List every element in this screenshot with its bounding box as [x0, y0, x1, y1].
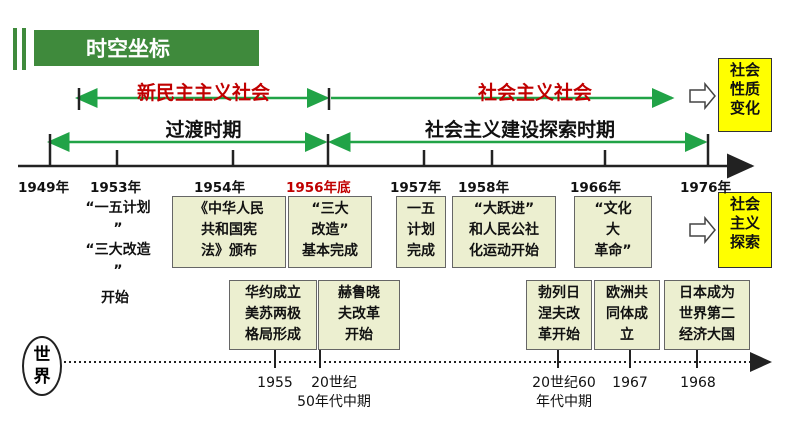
event-cultural-revolution: “文化 大 革命” [574, 196, 652, 268]
world-year-label: 20世纪60 年代中期 [532, 375, 596, 410]
hollow-arrow-icon [689, 81, 716, 111]
year-label: 1976年 [680, 180, 732, 196]
world-year-label: 1968 [680, 375, 716, 391]
year-label: 1954年 [194, 180, 246, 196]
event-three-transformations: “三大 改造” 基本完成 [288, 196, 372, 268]
world-year-label: 1955 [257, 375, 293, 391]
event-great-leap: “大跃进” 和人民公社 化运动开始 [452, 196, 556, 268]
year-label: 1957年 [390, 180, 442, 196]
event-five-year-plan: “一五计划 ” “三大改造 ” [85, 200, 151, 279]
socialist-exploration-box: 社会 主义 探索 [718, 192, 772, 268]
world-event-japan: 日本成为 世界第二 经济大国 [664, 280, 750, 350]
event-five-year-plan-start: 开始 [101, 290, 129, 306]
world-event-khrushchev: 赫鲁晓 夫改革 开始 [318, 280, 400, 350]
world-event-brezhnev: 勃列日 涅夫改 革开始 [526, 280, 592, 350]
year-label: 1953年 [90, 180, 142, 196]
period-transition: 过渡时期 [165, 119, 242, 141]
year-label: 1949年 [18, 180, 70, 196]
world-year-label: 1967 [612, 375, 648, 391]
period-new-democratic: 新民主主义社会 [136, 82, 270, 104]
period-socialist: 社会主义社会 [477, 82, 592, 104]
event-five-year-complete: 一五 计划 完成 [396, 196, 446, 268]
hollow-arrow-icon [689, 215, 716, 245]
period-exploration: 社会主义建设探索时期 [424, 119, 615, 141]
page-title: 时空坐标 [34, 30, 259, 66]
header-accent-bar [13, 28, 17, 70]
year-label-highlight: 1956年底 [286, 180, 351, 196]
year-label: 1958年 [458, 180, 510, 196]
world-year-label: 20世纪 50年代中期 [297, 375, 371, 410]
world-event-warsaw-pact: 华约成立 美苏两极 格局形成 [229, 280, 317, 350]
year-label: 1966年 [570, 180, 622, 196]
nature-change-box: 社会 性质 变化 [718, 58, 772, 132]
event-constitution: 《中华人民 共和国宪 法》颁布 [172, 196, 286, 268]
world-label: 世 界 [22, 336, 62, 396]
world-event-eec: 欧洲共 同体成 立 [594, 280, 660, 350]
header-accent-bar [22, 28, 26, 70]
